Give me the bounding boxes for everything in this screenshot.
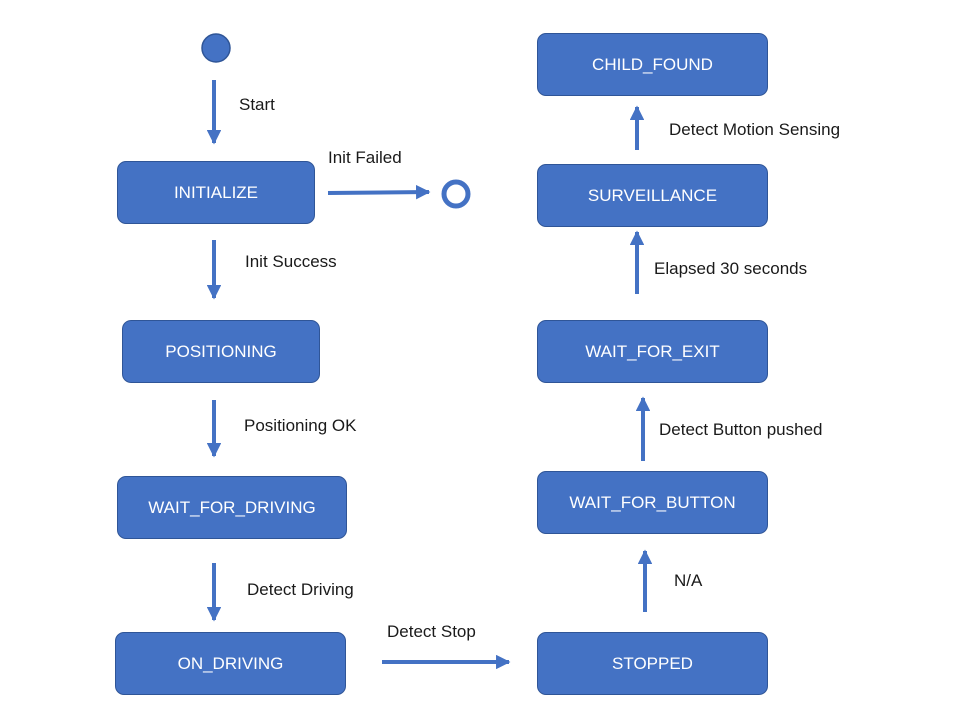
state-wait-for-button: WAIT_FOR_BUTTON <box>537 471 768 534</box>
label-na: N/A <box>674 571 703 590</box>
state-child-found: CHILD_FOUND <box>537 33 768 96</box>
label-positioning-ok: Positioning OK <box>244 416 357 435</box>
arrow-init-failed <box>327 184 431 200</box>
label-detect-button-pushed: Detect Button pushed <box>659 420 823 439</box>
state-wait-for-exit: WAIT_FOR_EXIT <box>537 320 768 383</box>
state-stopped: STOPPED <box>537 632 768 695</box>
label-detect-motion-sensing: Detect Motion Sensing <box>669 120 841 139</box>
final-state-node <box>441 179 471 209</box>
label-init-failed: Init Failed <box>328 148 402 167</box>
initial-state-node <box>201 33 231 63</box>
label-start: Start <box>239 95 275 114</box>
label-elapsed-30-seconds: Elapsed 30 seconds <box>654 259 808 278</box>
label-init-success: Init Success <box>245 252 337 271</box>
state-on-driving: ON_DRIVING <box>115 632 346 695</box>
label-detect-stop: Detect Stop <box>387 622 476 641</box>
state-positioning: POSITIONING <box>122 320 320 383</box>
state-initialize: INITIALIZE <box>117 161 315 224</box>
state-wait-for-driving: WAIT_FOR_DRIVING <box>117 476 347 539</box>
state-surveillance: SURVEILLANCE <box>537 164 768 227</box>
label-detect-driving: Detect Driving <box>247 580 354 599</box>
